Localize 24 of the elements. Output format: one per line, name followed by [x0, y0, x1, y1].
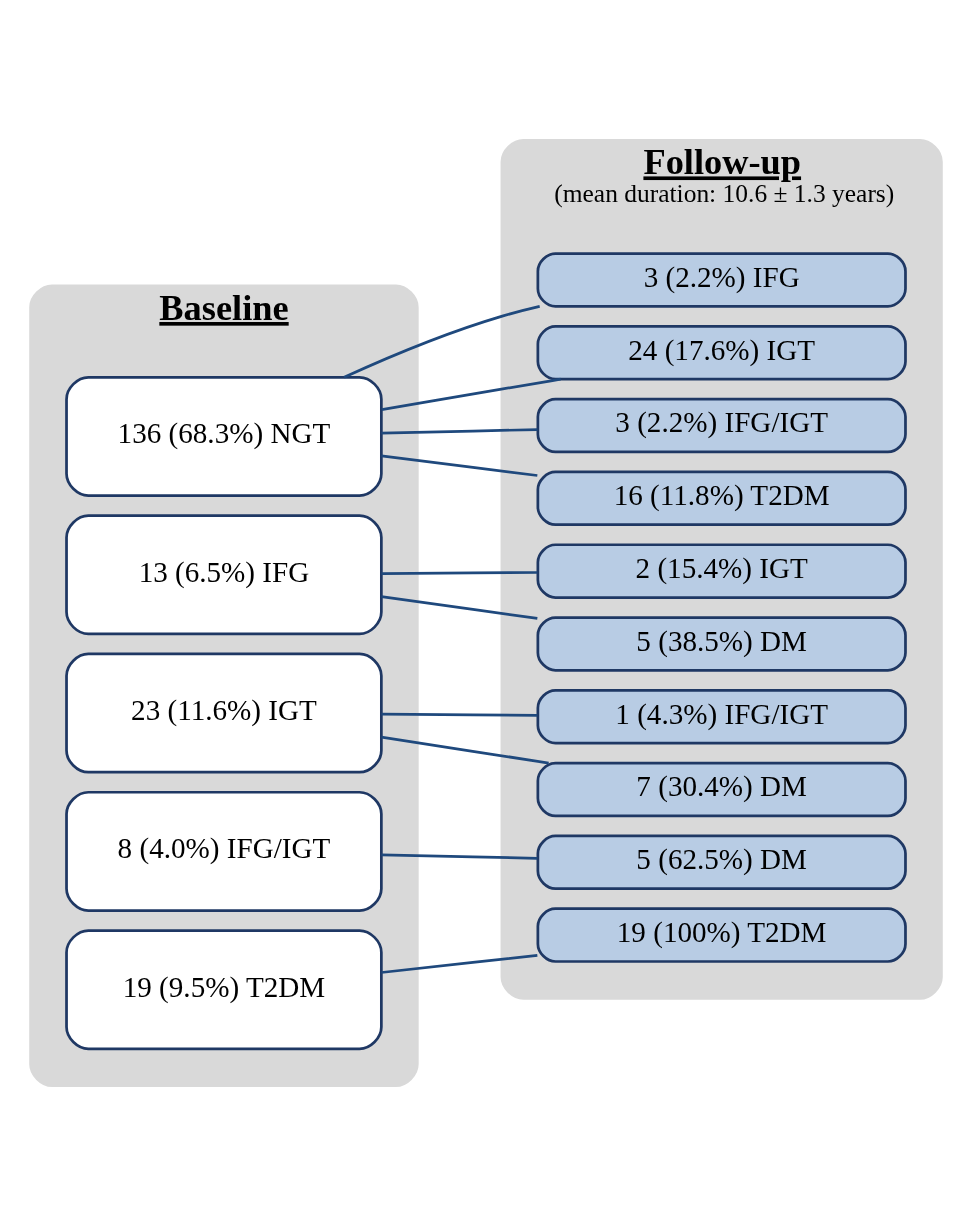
node-box: 5 (62.5%) DM — [536, 834, 907, 891]
connector — [343, 305, 540, 379]
node-box: 3 (2.2%) IFG — [536, 252, 907, 308]
node-box: 13 (6.5%) IFG — [65, 514, 383, 636]
connector — [381, 454, 538, 477]
connector — [381, 853, 538, 860]
node-box: 1 (4.3%) IFG/IGT — [536, 688, 907, 745]
connector — [381, 571, 538, 575]
node-box: 24 (17.6%) IGT — [536, 325, 907, 381]
connector — [381, 712, 538, 717]
node-box: 2 (15.4%) IGT — [536, 543, 907, 599]
node-box: 8 (4.0%) IFG/IGT — [65, 790, 383, 912]
node-box: 136 (68.3%) NGT — [65, 375, 383, 497]
node-box: 19 (9.5%) T2DM — [65, 929, 383, 1051]
node-box: 23 (11.6%) IGT — [65, 652, 383, 774]
connector — [381, 953, 538, 974]
node-box: 3 (2.2%) IFG/IGT — [536, 397, 907, 454]
node-box: 16 (11.8%) T2DM — [536, 470, 907, 527]
connector — [381, 735, 549, 765]
node-box: 7 (30.4%) DM — [536, 761, 907, 818]
node-box: 5 (38.5%) DM — [536, 616, 907, 672]
node-box: 19 (100%) T2DM — [536, 907, 907, 963]
connector — [381, 428, 538, 435]
connector — [381, 595, 538, 620]
